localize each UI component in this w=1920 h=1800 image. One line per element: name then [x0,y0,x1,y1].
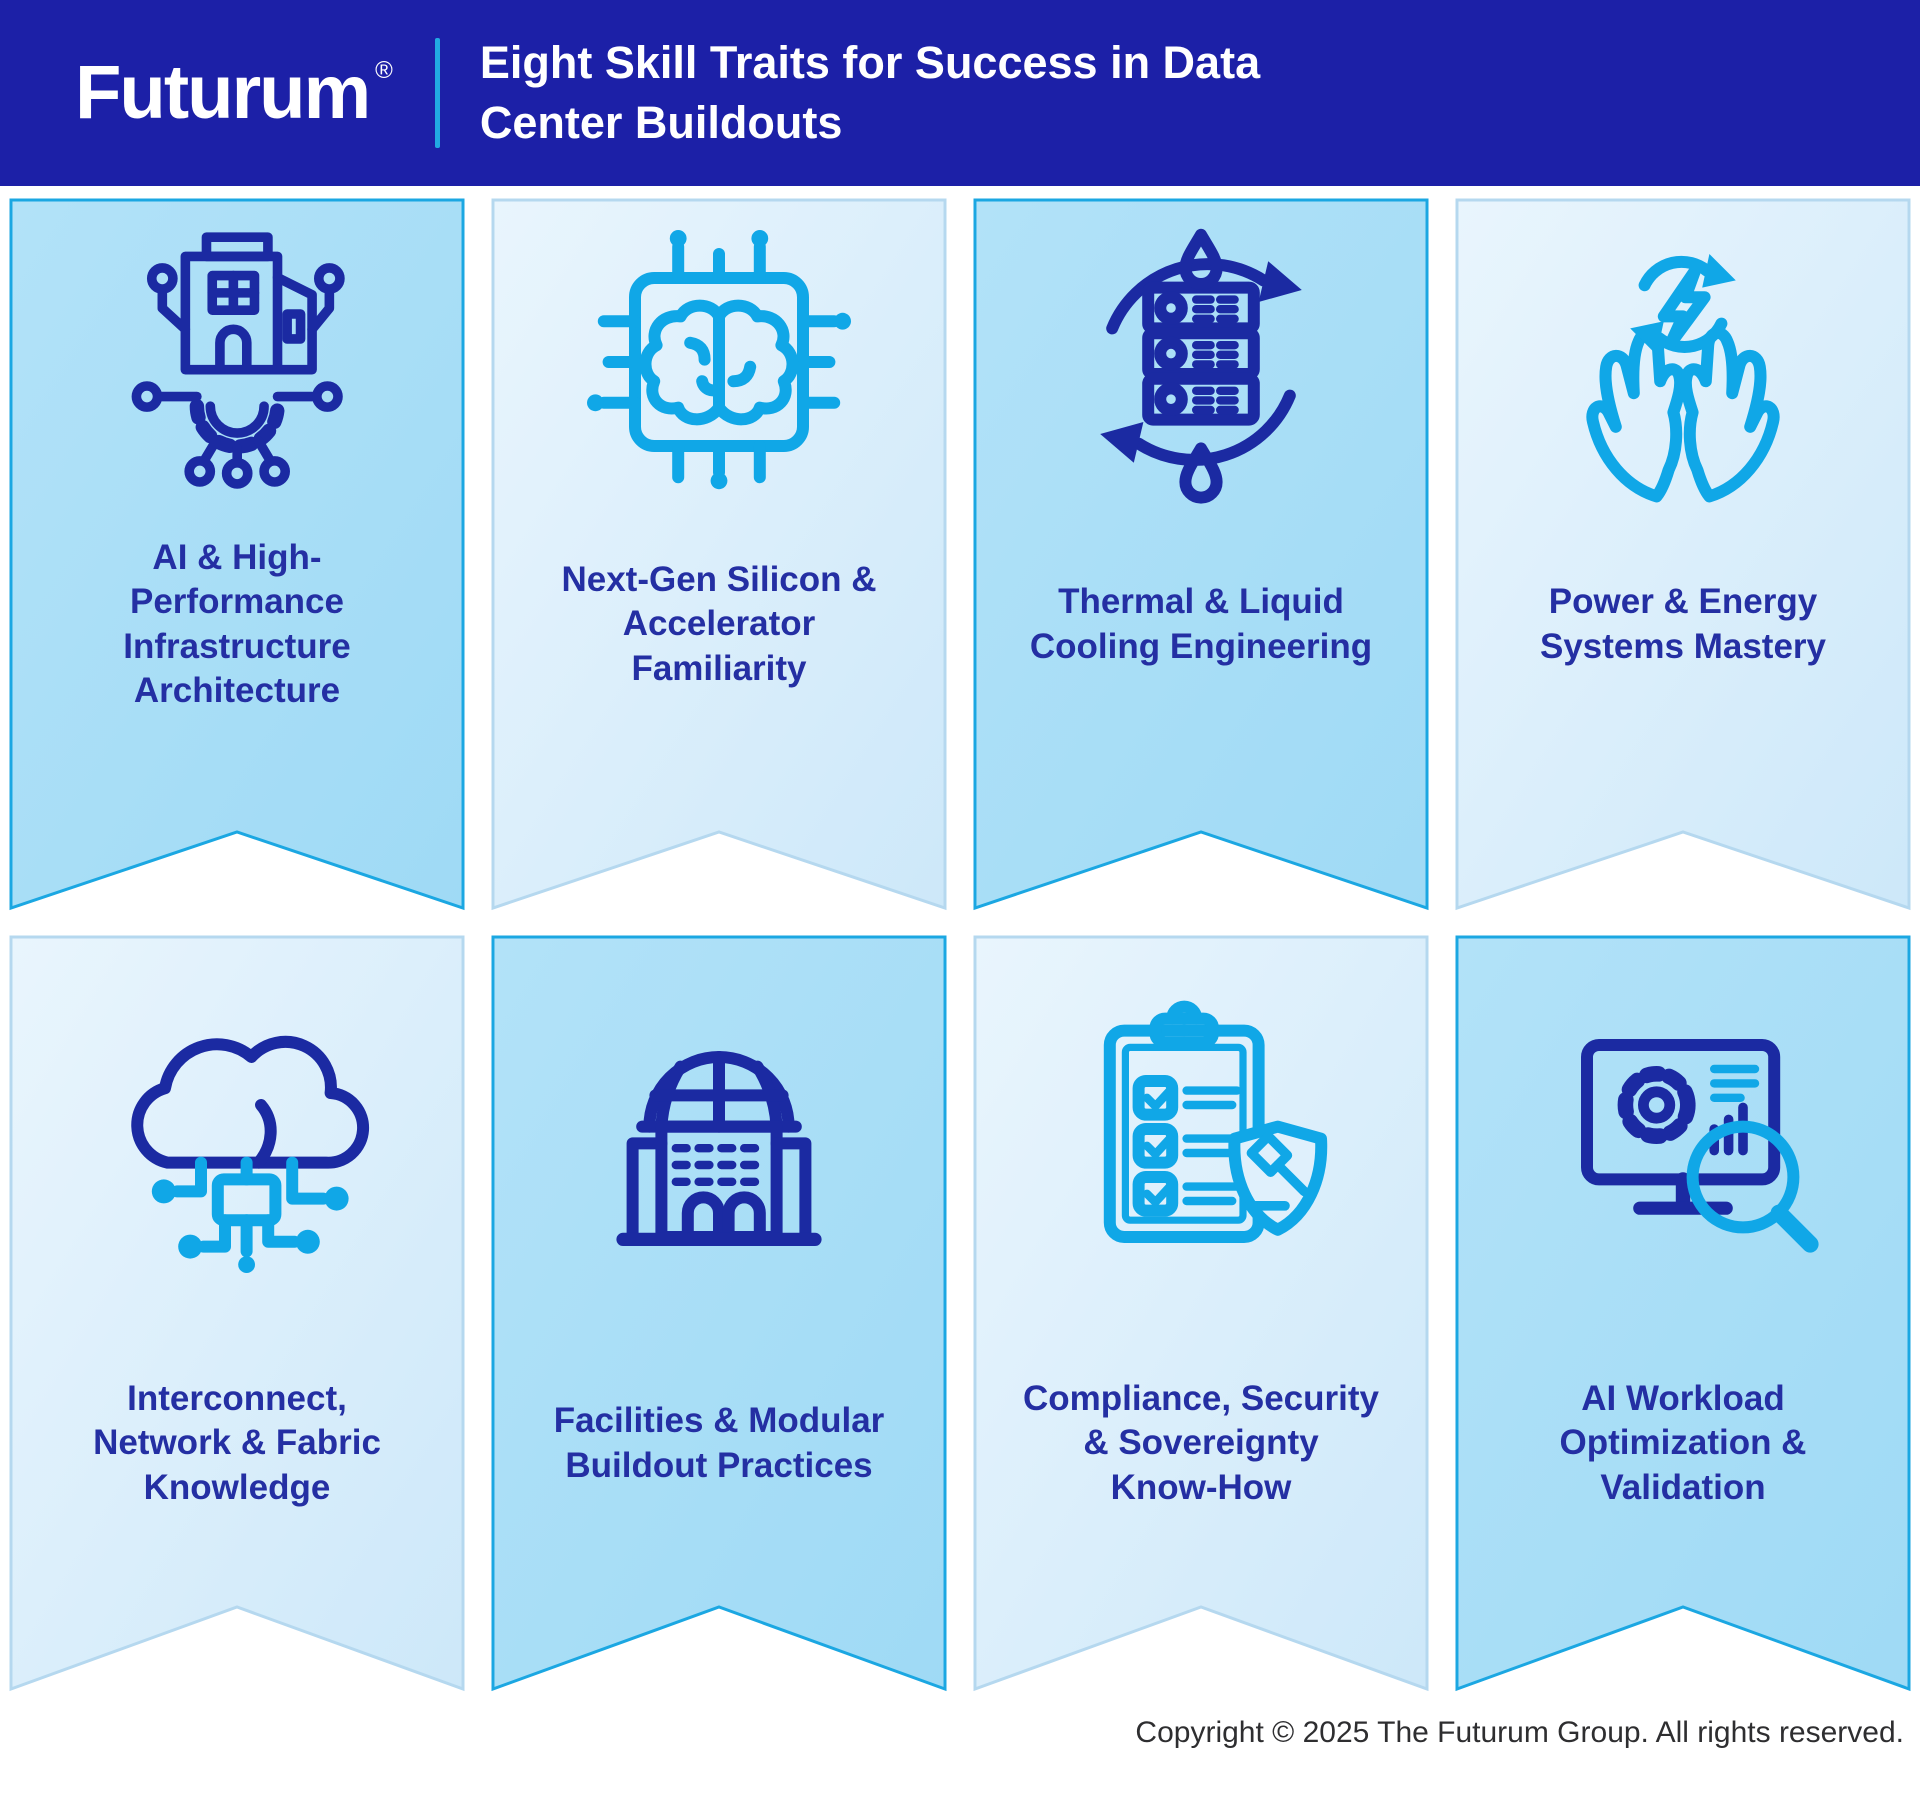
card-next-gen-silicon: Next-Gen Silicon & Accelerator Familiari… [491,198,947,911]
card-ai-infrastructure: AI & High- Performance Infrastructure Ar… [9,198,465,911]
page-title: Eight Skill Traits for Success in Data C… [479,36,1261,148]
banner-shape [9,198,465,911]
chip-brain-icon [587,230,851,490]
banner-shape [9,935,465,1692]
card-label: AI & High- Performance Infrastructure Ar… [123,538,351,710]
banner-shape [491,198,947,911]
card-label: Power & Energy Systems Mastery [1540,582,1826,666]
card-label: AI Workload Optimization & Validation [1559,1379,1807,1507]
registered-trademark-icon: ® [375,57,393,84]
card-compliance-security: Compliance, Security & Sovereignty Know-… [973,935,1429,1692]
server-cooling-cycle-icon [1100,228,1302,504]
monitor-gear-magnifier-icon [1581,1039,1819,1253]
card-thermal-cooling: Thermal & Liquid Cooling Engineering [973,198,1429,911]
card-label: Thermal & Liquid Cooling Engineering [1029,582,1373,666]
copyright-text: Copyright © 2025 The Futurum Group. All … [1135,1716,1904,1749]
cloud-circuit-icon [131,1035,370,1273]
banner-shape [1455,935,1911,1692]
skill-cards-grid: AI & High- Performance Infrastructure Ar… [0,198,1920,1692]
header-bar: Futurum ® Eight Skill Traits for Success… [0,0,1920,186]
card-label: Interconnect, Network & Fabric Knowledge [93,1379,381,1507]
clipboard-shield-gavel-icon [1103,1000,1328,1243]
banner-shape [1455,198,1911,911]
footer: Copyright © 2025 The Futurum Group. All … [0,1716,1920,1750]
header-divider [434,38,440,148]
card-ai-workload: AI Workload Optimization & Validation [1455,935,1911,1692]
card-label: Facilities & Modular Buildout Practices [553,1401,885,1485]
futurum-logo: Futurum ® [75,55,393,131]
card-power-energy: Power & Energy Systems Mastery [1455,198,1911,911]
dome-building-icon [616,1051,822,1246]
card-interconnect-network: Interconnect, Network & Fabric Knowledge [9,935,465,1692]
logo-text: Futurum [75,50,371,135]
card-label: Compliance, Security & Sovereignty Know-… [1023,1379,1379,1507]
banner-shape [973,198,1429,911]
building-gear-network-icon [131,232,345,489]
banner-shape [973,935,1429,1692]
hands-energy-icon [1586,254,1780,503]
card-facilities-modular: Facilities & Modular Buildout Practices [491,935,947,1692]
card-label: Next-Gen Silicon & Accelerator Familiari… [561,560,877,688]
banner-shape [491,935,947,1692]
